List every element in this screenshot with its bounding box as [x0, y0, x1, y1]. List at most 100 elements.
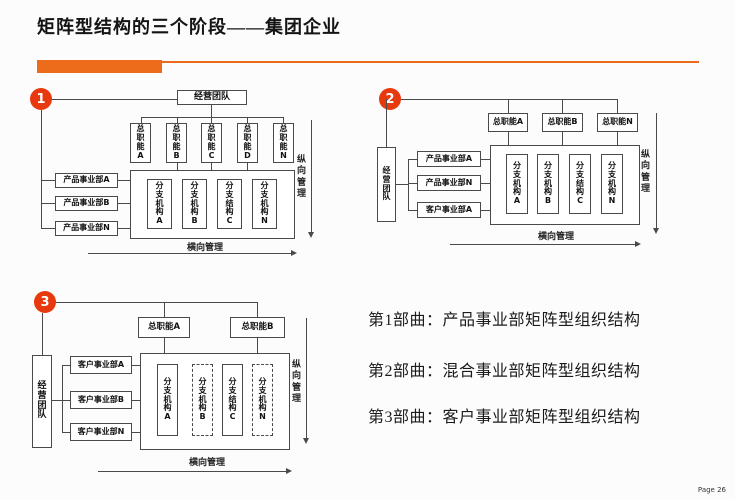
- stage1-division-box-n: 产品事业部N: [55, 221, 118, 236]
- stage1-func-box-c: 总职能C: [201, 123, 222, 163]
- connector: [247, 117, 248, 123]
- connector: [52, 400, 62, 401]
- connector: [52, 99, 177, 100]
- stage3-division-box-a: 客户事业部A: [70, 356, 132, 374]
- stage2-func-box-a: 总职能A: [488, 113, 528, 132]
- connector: [177, 117, 178, 123]
- arrow-right-icon: [635, 241, 641, 247]
- stage1-func-box-d: 总职能D: [237, 123, 258, 163]
- connector: [211, 105, 212, 117]
- connector: [41, 203, 55, 204]
- stage2-func-box-b: 总职能B: [542, 113, 583, 132]
- stage1-func-box-b: 总职能B: [166, 123, 187, 163]
- stage3-horizontal-axis-label: 横向管理: [188, 458, 225, 468]
- connector: [562, 99, 563, 113]
- connector: [408, 210, 417, 211]
- stage3-branch-box-n: 分支机构N: [252, 364, 273, 436]
- connector: [62, 400, 70, 401]
- connector: [164, 302, 165, 317]
- connector: [386, 99, 387, 147]
- stage3-vertical-axis-label: 纵向管理: [291, 360, 301, 404]
- connector: [141, 117, 142, 123]
- stage2-vertical-axis-label: 纵向管理: [640, 150, 650, 194]
- connector: [132, 432, 140, 433]
- connector: [508, 99, 509, 113]
- connector: [481, 159, 490, 160]
- stage3-vertical-axis-line: [306, 318, 307, 438]
- stage2-division-box-2: 产品事业部N: [417, 175, 481, 191]
- arrow-down-icon: [308, 232, 314, 238]
- stage3-division-box-b: 客户事业部B: [70, 391, 132, 409]
- stage1-horizontal-axis-line: [88, 253, 291, 254]
- connector: [62, 432, 70, 433]
- connector: [508, 132, 509, 145]
- connector: [481, 183, 490, 184]
- stage2-branch-box-n: 分支机构N: [601, 154, 623, 214]
- arrow-down-icon: [303, 438, 309, 444]
- connector: [118, 180, 130, 181]
- stage1-branch-box-b: 分支机构B: [182, 179, 207, 229]
- stage2-branch-box-b: 分支机构B: [537, 154, 559, 214]
- stage2-badge: 2: [379, 88, 401, 110]
- connector: [617, 132, 618, 145]
- connector: [283, 117, 284, 123]
- stage2-vertical-axis-line: [656, 113, 657, 228]
- stage3-func-box-a: 总职能A: [138, 317, 190, 338]
- connector: [62, 365, 63, 432]
- stage2-branch-box-c: 分支结构C: [569, 154, 591, 214]
- connector: [41, 228, 55, 229]
- summary-line-2: 第2部曲：混合事业部矩阵型组织结构: [368, 363, 641, 380]
- stage2-horizontal-axis-label: 横向管理: [537, 232, 574, 242]
- stage3-branch-box-b: 分支机构B: [192, 364, 213, 436]
- stage1-func-box-a: 总职能A: [130, 123, 151, 163]
- connector: [118, 228, 130, 229]
- connector: [211, 117, 212, 123]
- stage2-team-box: 经营团队: [377, 147, 396, 222]
- connector: [247, 163, 248, 170]
- stage1-branch-box-n: 分支机构N: [252, 179, 277, 229]
- stage1-func-box-n: 总职能N: [273, 123, 294, 163]
- connector: [141, 117, 284, 118]
- stage1-division-box-b: 产品事业部B: [55, 196, 118, 211]
- connector: [164, 338, 165, 353]
- stage1-horizontal-axis-label: 横向管理: [186, 243, 223, 253]
- page-number: Page 26: [697, 486, 726, 494]
- connector: [118, 203, 130, 204]
- stage3-branch-box-a: 分支机构A: [157, 364, 178, 436]
- stage3-division-box-n: 客户事业部N: [70, 423, 132, 441]
- connector: [177, 163, 178, 170]
- arrow-down-icon: [653, 228, 659, 234]
- stage3-func-box-b: 总职能B: [230, 317, 285, 338]
- connector: [396, 184, 408, 185]
- connector: [41, 110, 42, 229]
- stage1-branch-box-c: 分支结构C: [217, 179, 242, 229]
- summary-line-1: 第1部曲：产品事业部矩阵型组织结构: [368, 312, 641, 329]
- stage1-division-box-a: 产品事业部A: [55, 173, 118, 188]
- page-title: 矩阵型结构的三个阶段——集团企业: [37, 17, 341, 37]
- connector: [562, 132, 563, 145]
- connector: [257, 302, 258, 317]
- stage2-branch-box-a: 分支机构A: [506, 154, 528, 214]
- stage2-division-box-3: 客户事业部A: [417, 202, 481, 218]
- stage3-branch-box-c: 分支结构C: [222, 364, 243, 436]
- title-divider-line: [37, 61, 699, 63]
- stage1-badge: 1: [30, 88, 52, 110]
- connector: [617, 99, 618, 113]
- connector: [132, 365, 140, 366]
- connector: [132, 400, 140, 401]
- connector: [56, 302, 258, 303]
- connector: [481, 210, 490, 211]
- connector: [41, 180, 55, 181]
- stage3-team-box: 经营团队: [32, 355, 52, 448]
- stage1-top-box: 经营团队: [177, 90, 247, 105]
- stage1-vertical-axis-label: 纵向管理: [296, 155, 306, 199]
- arrow-right-icon: [291, 250, 297, 256]
- stage1-branch-box-a: 分支机构A: [147, 179, 172, 229]
- title-divider-block: [37, 60, 162, 73]
- connector: [257, 338, 258, 353]
- stage2-horizontal-axis-line: [450, 244, 635, 245]
- connector: [401, 99, 618, 100]
- connector: [408, 159, 417, 160]
- stage3-horizontal-axis-line: [98, 471, 286, 472]
